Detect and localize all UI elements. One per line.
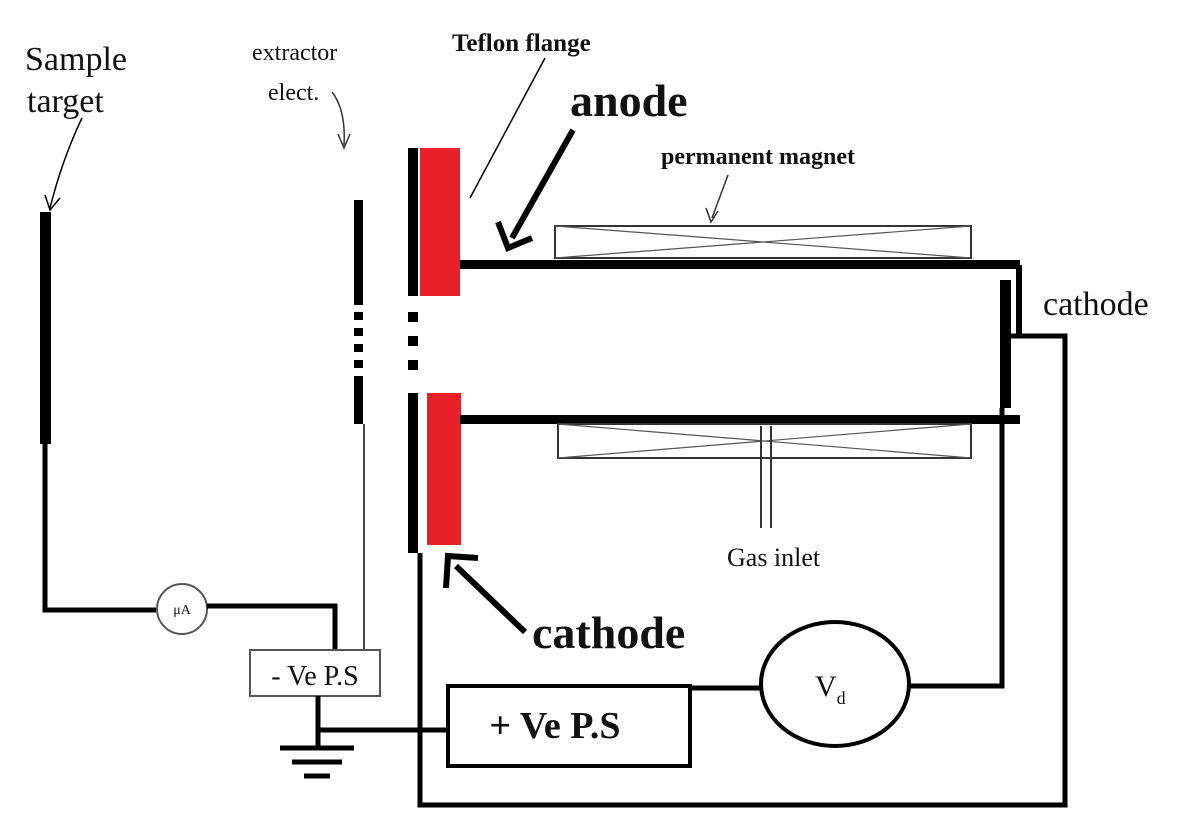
permanent-magnet-bottom [557,423,972,459]
extractor-electrode [354,200,365,650]
cathode-right-label: cathode [1043,286,1149,323]
sample-target-label-line1: Sample [25,41,127,78]
wire-neg-supply-to-pos-supply [315,696,448,733]
positive-power-supply-label: + Ve P.S [489,705,620,747]
anode-label: anode [570,75,688,126]
teflon-flange-pointer [469,57,546,199]
permanent-magnet-arrowhead [705,207,719,224]
extractor-pointer [331,91,345,146]
anode-tube [460,260,1022,424]
negative-power-supply: - Ve P.S [249,649,381,697]
permanent-magnet-top [554,225,972,259]
front-cathode-plate [408,148,418,553]
sample-target-label-line2: target [27,83,104,120]
voltmeter-label: Vd [815,670,846,708]
cathode-bottom-label: cathode [532,607,685,658]
extractor-arrowhead [337,133,351,150]
permanent-magnet-pointer [711,174,729,219]
wire-rear-cathode-loop [417,333,1068,808]
sample-target [40,212,156,613]
gas-inlet-pipe [760,426,772,528]
anode-arrow [495,128,576,252]
permanent-magnet-label: permanent magnet [661,144,855,170]
voltmeter-symbol: V [815,670,837,703]
rear-cathode [1000,280,1011,408]
wire-voltmeter-to-rear-cathode [909,408,1005,689]
wire-ammeter-to-supply [207,603,338,650]
sample-target-arrowhead [44,194,61,212]
extractor-label-line2: elect. [268,80,319,106]
cathode-arrow [443,552,528,635]
teflon-flange-label: Teflon flange [452,30,591,57]
voltmeter-subscript: d [837,688,846,708]
ground-symbol [280,730,354,779]
sample-target-pointer [49,117,83,209]
gas-inlet-label: Gas inlet [727,543,821,572]
microammeter: μA [156,583,208,635]
extractor-label-line1: extractor [252,40,337,66]
voltmeter: Vd [759,620,911,748]
positive-power-supply: + Ve P.S [446,684,692,768]
microammeter-label: μA [173,603,192,618]
teflon-flange [420,148,461,545]
negative-power-supply-label: - Ve P.S [271,661,358,692]
